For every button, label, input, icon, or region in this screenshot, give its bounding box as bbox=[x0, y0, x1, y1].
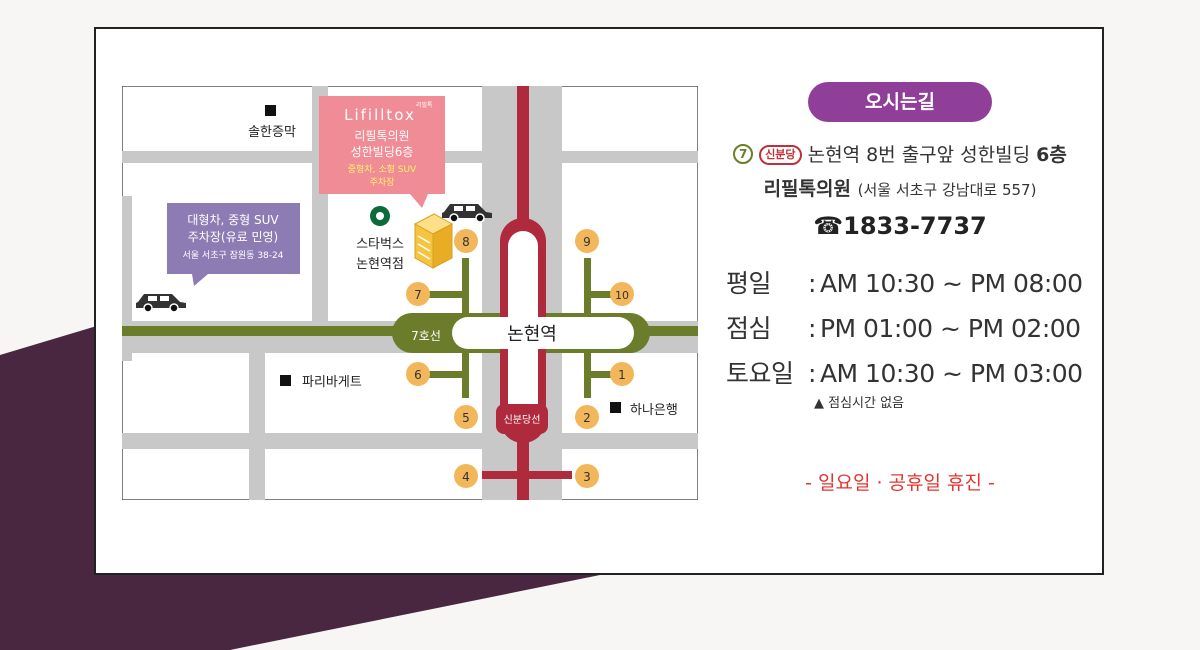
hours-list: 평일:AM 10:30 ~ PM 08:00 점심:PM 01:00 ~ PM … bbox=[726, 264, 1096, 399]
exit-7: 7 bbox=[414, 288, 422, 302]
lunch-note: ▲ 점심시간 없음 bbox=[814, 396, 905, 411]
parking-callout-line3: 서울 서초구 잠원동 38-24 bbox=[183, 250, 284, 261]
car-icon bbox=[442, 204, 492, 223]
parking-callout: 대형차, 중형 SUV 주차장(유료 민영) 서울 서초구 잠원동 38-24 bbox=[167, 203, 300, 286]
clinic-callout-floor: 성한빌딩6층 bbox=[351, 145, 414, 159]
clinic-name: 리필톡의원 bbox=[763, 178, 851, 200]
exit-passages bbox=[427, 258, 619, 398]
hours-row-saturday: 토요일:AM 10:30 ~ PM 03:00 bbox=[726, 354, 1096, 399]
sinbundang-label: 신분당선 bbox=[504, 414, 541, 426]
clinic-callout-parking1: 중형차, 소형 SUV bbox=[348, 163, 417, 175]
line7-label: 7호선 bbox=[411, 329, 441, 343]
station-name: 논현역 bbox=[507, 324, 557, 345]
hours-label: 토요일 bbox=[726, 359, 794, 388]
directions-title: 오시는길 bbox=[808, 82, 992, 122]
exit-badges: 8 9 7 10 6 1 5 2 4 3 bbox=[406, 229, 634, 488]
exit-6: 6 bbox=[414, 368, 422, 382]
exit-passage-3-4 bbox=[482, 471, 572, 479]
landmark-hana: 하나은행 bbox=[630, 402, 678, 418]
hours-value: AM 10:30 ~ PM 08:00 bbox=[819, 269, 1083, 298]
clinic-building-icon bbox=[413, 213, 454, 269]
phone-number: ☎1833-7737 bbox=[813, 212, 987, 240]
hours-value: AM 10:30 ~ PM 03:00 bbox=[819, 359, 1083, 388]
sinbundang-label-bg bbox=[496, 404, 548, 434]
hours-label: 평일 bbox=[726, 269, 772, 298]
road-address: (서울 서초구 강남대로 557) bbox=[857, 181, 1037, 199]
parking-callout-line1: 대형차, 중형 SUV bbox=[187, 213, 279, 227]
landmark-paris: 파리바게트 bbox=[302, 375, 362, 390]
hours-row-lunch: 점심:PM 01:00 ~ PM 02:00 bbox=[726, 309, 1096, 354]
sollhan-marker-icon bbox=[265, 105, 276, 116]
address-line: 7 신분당 논현역 8번 출구앞 성한빌딩 6층 bbox=[710, 140, 1090, 167]
clinic-brand-small: 리필톡 bbox=[416, 101, 433, 109]
sinbundang-badge: 신분당 bbox=[759, 145, 802, 165]
exit-5: 5 bbox=[462, 411, 470, 425]
clinic-line: 리필톡의원 (서울 서초구 강남대로 557) bbox=[710, 174, 1090, 201]
station-pill bbox=[452, 317, 634, 349]
hours-value: PM 01:00 ~ PM 02:00 bbox=[819, 314, 1081, 343]
paris-marker-icon bbox=[280, 375, 291, 386]
address-text: 논현역 8번 출구앞 성한빌딩 bbox=[807, 144, 1031, 166]
exit-9: 9 bbox=[583, 235, 591, 249]
exit-8: 8 bbox=[462, 235, 470, 249]
clinic-callout-name: 리필톡의원 bbox=[354, 129, 409, 143]
car-icon bbox=[136, 294, 186, 313]
starbucks-branch: 논현역점 bbox=[356, 257, 404, 272]
hana-marker-icon bbox=[610, 402, 621, 413]
address-floor: 6층 bbox=[1036, 144, 1067, 166]
location-map: 논현역 7호선 신분당선 8 9 7 10 6 1 5 2 4 3 솔한증막 파… bbox=[122, 86, 698, 500]
hours-label: 점심 bbox=[726, 314, 772, 343]
exit-4: 4 bbox=[462, 470, 470, 484]
clinic-callout: Lifilltox 리필톡 리필톡의원 성한빌딩6층 중형차, 소형 SUV 주… bbox=[319, 96, 445, 208]
parking-callout-line2: 주차장(유료 민영) bbox=[188, 230, 278, 244]
landmark-sollhan: 솔한증막 bbox=[248, 125, 296, 140]
line7-icon: 7 bbox=[733, 144, 754, 164]
starbucks-name: 스타벅스 bbox=[356, 237, 404, 252]
exit-1: 1 bbox=[618, 368, 626, 382]
exit-10: 10 bbox=[615, 289, 629, 302]
clinic-brand: Lifilltox bbox=[344, 106, 416, 124]
clinic-callout-parking2: 주차장 bbox=[370, 176, 395, 188]
hours-row-weekday: 평일:AM 10:30 ~ PM 08:00 bbox=[726, 264, 1096, 309]
closed-notice: - 일요일 · 공휴일 휴진 - bbox=[805, 472, 995, 494]
exit-2: 2 bbox=[583, 411, 591, 425]
exit-3: 3 bbox=[583, 470, 591, 484]
